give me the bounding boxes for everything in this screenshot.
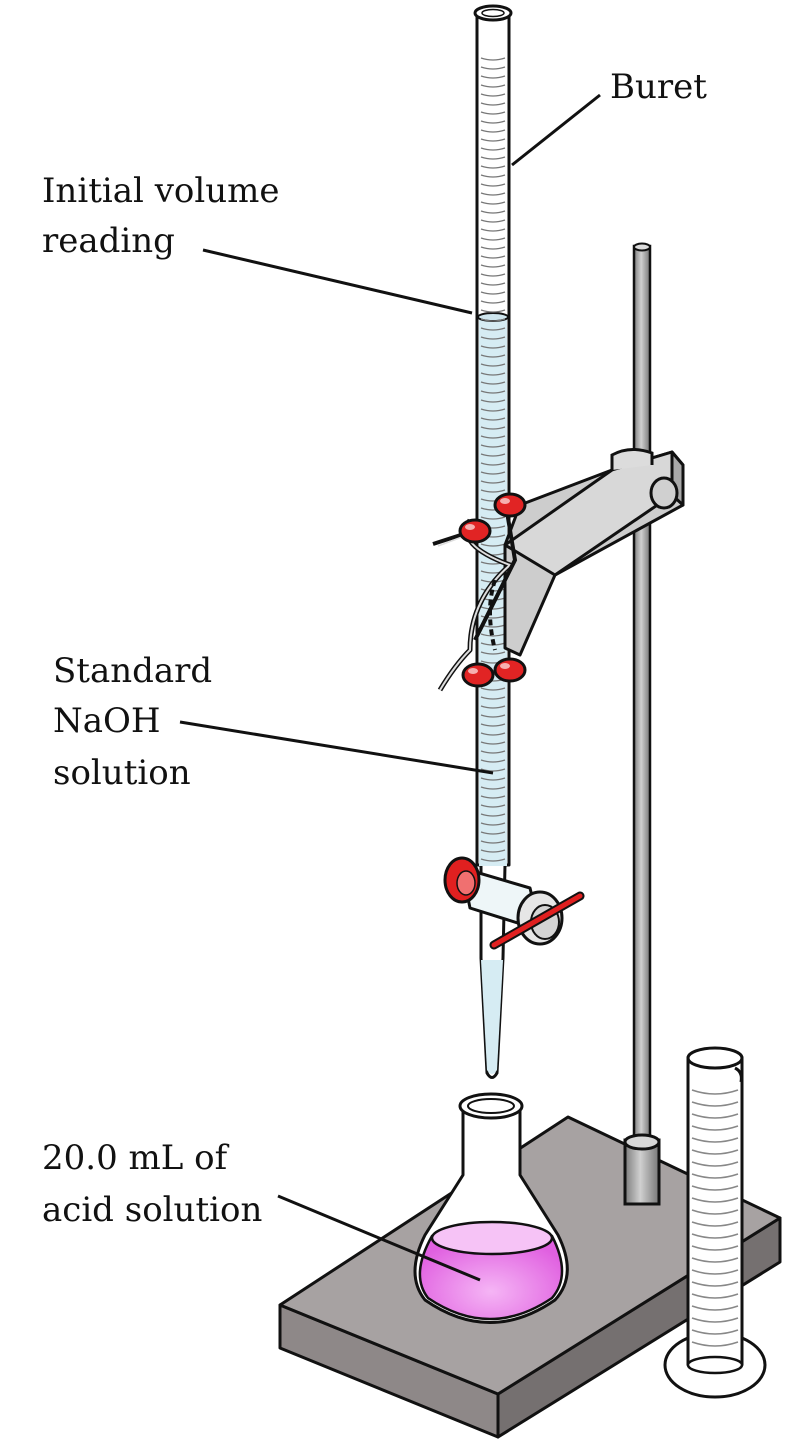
buret-graduation-mark (480, 282, 506, 286)
buret-graduation-mark (480, 210, 506, 214)
label-acid-solution-line1: 20.0 mL of (42, 1138, 228, 1178)
buret-graduation-mark (480, 183, 506, 187)
buret-graduation-mark (480, 732, 506, 736)
buret-graduation-mark (480, 336, 506, 340)
buret-graduation-mark (480, 408, 506, 412)
label-standard-naoh-line3: solution (53, 753, 191, 793)
buret-graduation-mark (480, 777, 506, 781)
buret-graduation-mark (480, 813, 506, 817)
buret-graduation-mark (480, 327, 506, 331)
buret-graduation-mark (480, 462, 506, 466)
buret-graduation-mark (480, 723, 506, 727)
buret-graduation-mark (480, 228, 506, 232)
stopcock (443, 856, 585, 950)
buret-graduation-mark (480, 651, 506, 655)
buret-graduation-mark (480, 831, 506, 835)
buret-graduation-mark (480, 372, 506, 376)
buret-graduation-mark (480, 615, 506, 619)
buret-graduation-mark (480, 219, 506, 223)
leader-acid-solution (277, 1194, 481, 1282)
graduated-cylinder (663, 1046, 767, 1399)
buret-graduation-mark (480, 273, 506, 277)
leader-standard-naoh (179, 720, 494, 775)
ring-stand-rod (623, 242, 661, 1206)
leader-lines (179, 93, 601, 1282)
label-standard-naoh-line2: NaOH (53, 701, 161, 741)
buret-graduation-mark (480, 741, 506, 745)
buret-graduation-mark (480, 426, 506, 430)
buret-graduation-mark (480, 255, 506, 259)
buret-graduation-mark (480, 246, 506, 250)
buret-graduation-mark (480, 147, 506, 151)
buret-graduation-mark (480, 786, 506, 790)
buret-graduation-mark (480, 300, 506, 304)
buret-graduation-mark (480, 444, 506, 448)
buret-graduation-mark (480, 543, 506, 547)
buret-graduation-mark (480, 489, 506, 493)
buret-graduation-mark (480, 291, 506, 295)
buret-graduation-mark (480, 687, 506, 691)
label-initial-volume-line2: reading (42, 221, 175, 261)
label-buret: Buret (610, 67, 707, 107)
clamp-screw (649, 476, 679, 510)
buret-graduation-mark (480, 66, 506, 70)
buret-graduation-mark (480, 84, 506, 88)
buret-graduation-mark (480, 264, 506, 268)
buret-graduation-mark (480, 165, 506, 169)
buret-graduation-mark (480, 138, 506, 142)
buret-graduation-mark (480, 759, 506, 763)
buret-graduation-mark (480, 174, 506, 178)
buret-graduation-mark (480, 480, 506, 484)
buret-graduation-mark (480, 390, 506, 394)
buret-clamp (432, 448, 685, 692)
buret-graduation-mark (480, 633, 506, 637)
buret-graduation-mark (480, 363, 506, 367)
buret-graduation-mark (480, 381, 506, 385)
buret-graduation-mark (480, 57, 506, 61)
buret-graduation-mark (480, 822, 506, 826)
buret-graduation-mark (480, 93, 506, 97)
buret-graduation-mark (480, 75, 506, 79)
buret-graduation-mark (480, 102, 506, 106)
leader-buret (511, 93, 601, 167)
buret-graduation-mark (480, 111, 506, 115)
buret-graduation-mark (480, 201, 506, 205)
buret-graduation-mark (480, 606, 506, 610)
label-initial-volume-line1: Initial volume (42, 171, 280, 211)
buret-graduation-mark (480, 129, 506, 133)
buret-graduation-mark (480, 705, 506, 709)
buret-graduation-mark (480, 399, 506, 403)
buret-graduation-mark (480, 849, 506, 853)
buret-graduation-mark (480, 453, 506, 457)
buret-graduation-mark (480, 471, 506, 475)
buret-graduation-mark (480, 192, 506, 196)
buret-graduation-mark (480, 345, 506, 349)
buret-graduation-mark (480, 309, 506, 313)
rod-collar (623, 1138, 661, 1206)
label-standard-naoh-line1: Standard (53, 651, 213, 691)
buret-graduation-mark (480, 318, 506, 322)
buret-graduation-mark (480, 804, 506, 808)
buret-graduation-mark (480, 237, 506, 241)
buret-graduation-mark (480, 750, 506, 754)
buret-graduation-mark (480, 354, 506, 358)
buret-graduation-mark (480, 858, 506, 862)
buret-graduation-mark (480, 696, 506, 700)
buret-graduation-mark (480, 795, 506, 799)
buret-graduation-mark (480, 417, 506, 421)
buret-graduation-mark (480, 840, 506, 844)
buret-graduation-mark (480, 768, 506, 772)
buret-graduation-mark (480, 156, 506, 160)
buret-graduation-mark (480, 435, 506, 439)
label-acid-solution-line2: acid solution (42, 1190, 263, 1230)
leader-initial-volume (202, 248, 473, 315)
buret-graduation-mark (480, 120, 506, 124)
buret (473, 4, 513, 1079)
buret-graduation-mark (480, 516, 506, 520)
buret-graduation-mark (480, 714, 506, 718)
